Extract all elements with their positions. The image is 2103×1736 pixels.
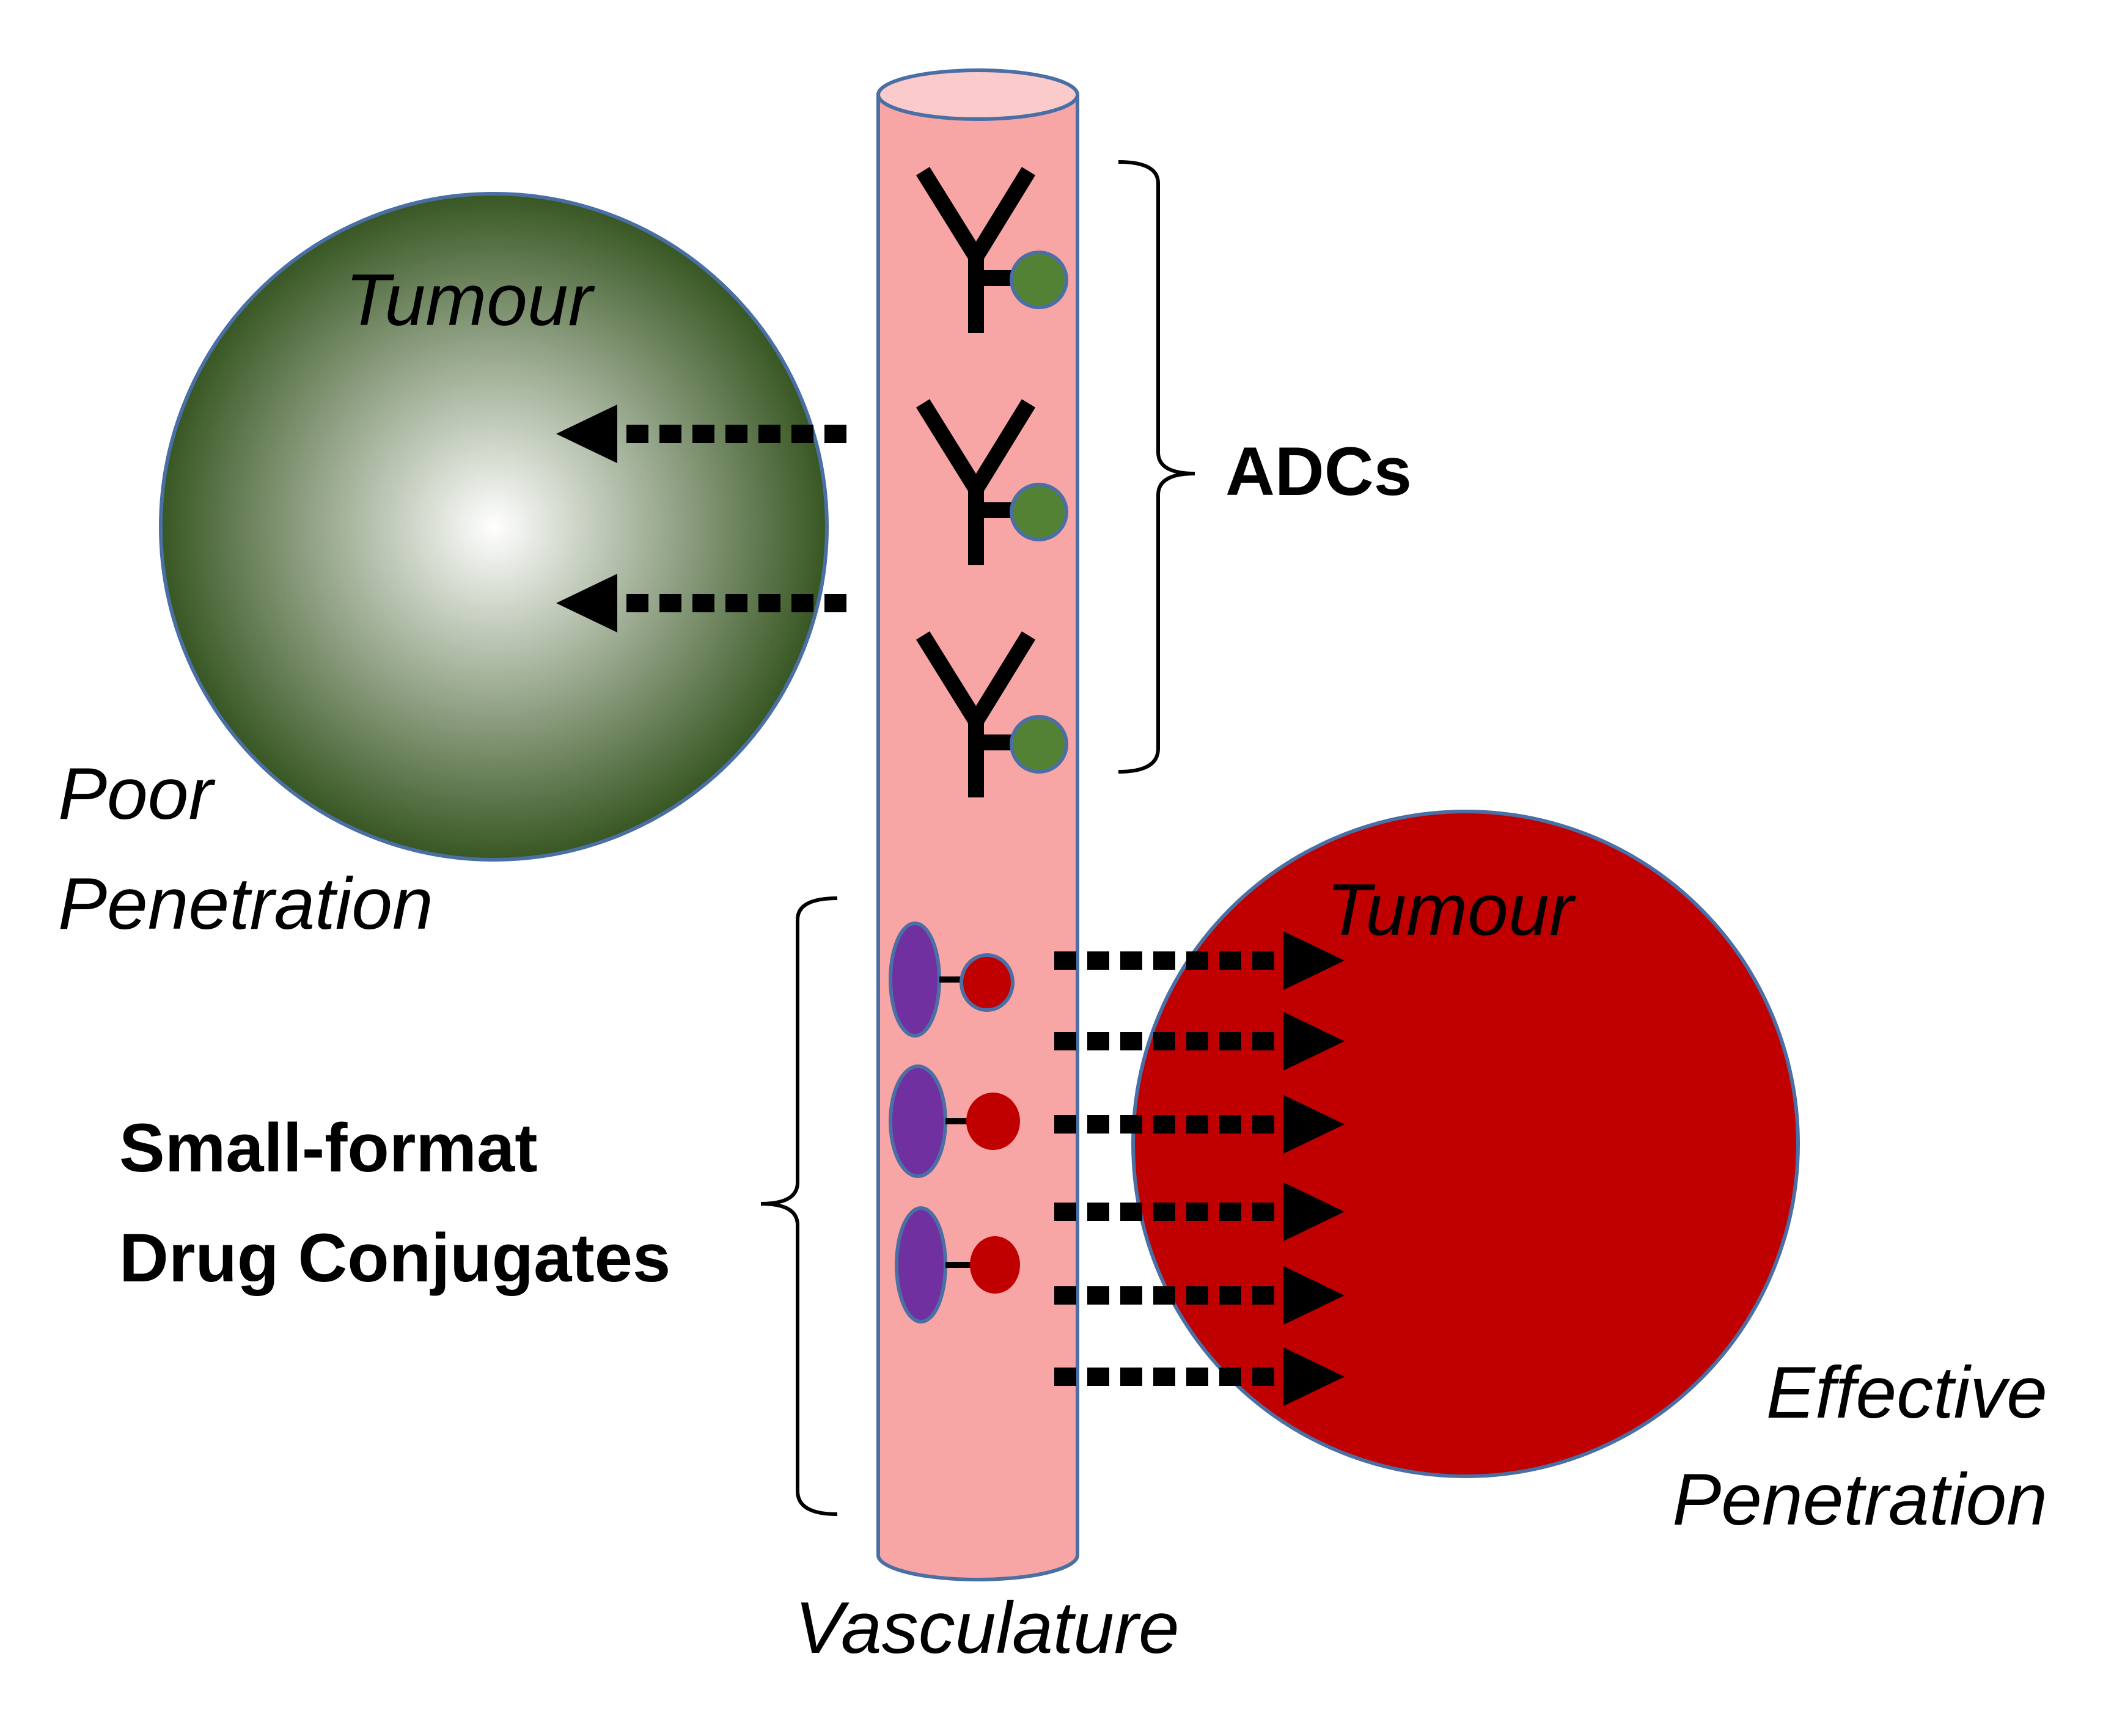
tumour-label-top: Tumour: [345, 259, 595, 341]
adcs-bracket: [1118, 160, 1195, 774]
small-format-label-line2: Drug Conjugates: [119, 1220, 670, 1296]
arrow-effective-penetration-5: [1054, 1266, 1345, 1325]
effective-penetration-label-line1: Effective: [1766, 1352, 2047, 1434]
arrow-poor-penetration-2: [556, 574, 846, 632]
adc-antibody-2: [916, 399, 1068, 565]
poor-penetration-label-line2: Penetration: [58, 863, 433, 945]
adc-antibody-3: [916, 631, 1068, 797]
arrow-effective-penetration-4: [1054, 1182, 1345, 1241]
small-format-conjugate-3: [895, 1206, 1020, 1324]
tumour-label-bottom: Tumour: [1326, 869, 1576, 951]
small-format-label-line1: Small-format: [119, 1110, 538, 1186]
arrow-poor-penetration-1: [556, 405, 846, 463]
poor-penetration-label-line1: Poor: [58, 753, 216, 835]
arrow-effective-penetration-3: [1054, 1095, 1345, 1154]
small-format-bracket: [760, 896, 838, 1516]
small-format-conjugate-2: [889, 1064, 1020, 1178]
arrow-effective-penetration-1: [1054, 931, 1345, 990]
arrow-effective-penetration-6: [1054, 1347, 1345, 1406]
small-format-conjugate-1: [889, 921, 1015, 1038]
effective-penetration-label-line2: Penetration: [1672, 1459, 2047, 1540]
tumour-poor-penetration: [159, 192, 829, 862]
adcs-label: ADCs: [1225, 433, 1412, 510]
arrow-effective-penetration-2: [1054, 1012, 1345, 1071]
adc-antibody-1: [916, 167, 1068, 333]
vasculature-label: Vasculature: [795, 1587, 1179, 1669]
